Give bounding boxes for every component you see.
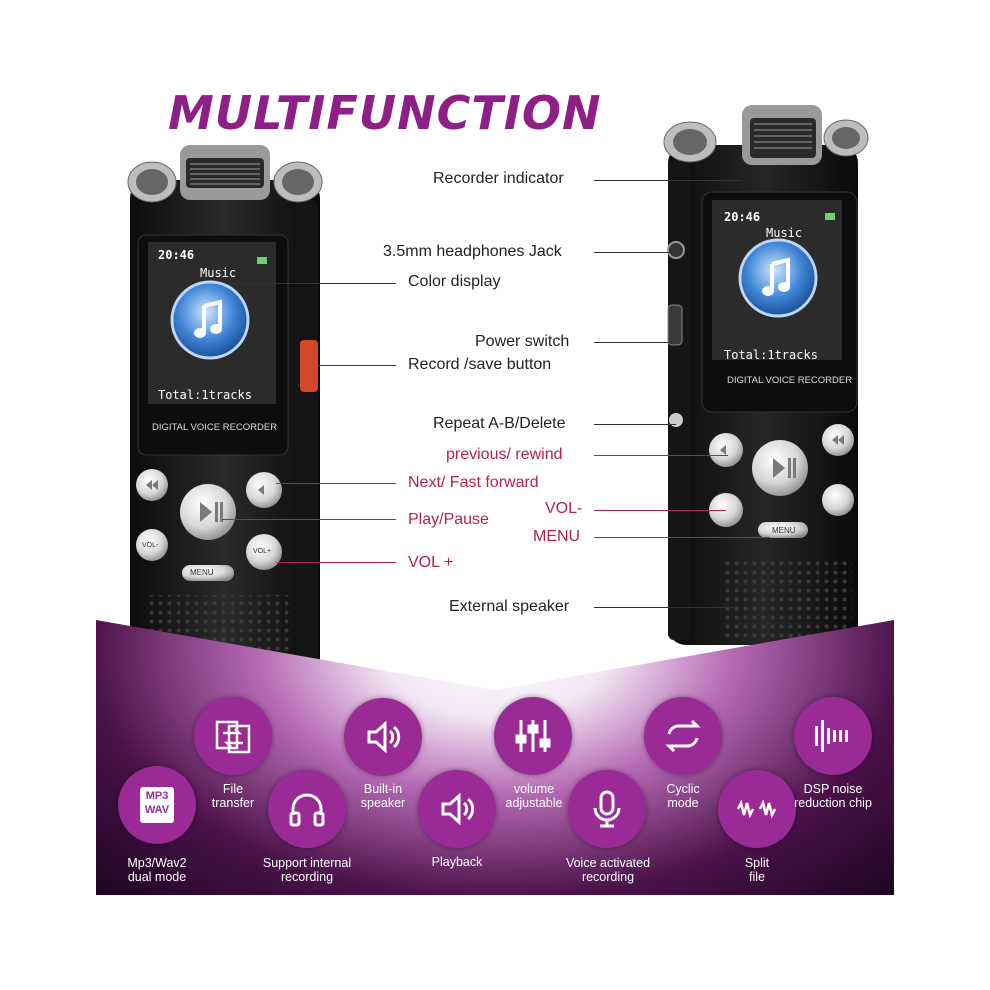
callout-color-display: Color display xyxy=(408,273,501,290)
file-transfer-icon xyxy=(215,720,251,754)
callout-vol-plus: VOL + xyxy=(408,554,454,571)
callout-external-speaker: External speaker xyxy=(449,598,570,615)
leader-color-display xyxy=(228,283,396,284)
builtin-speaker-feature xyxy=(344,698,422,776)
microphone-icon xyxy=(593,790,621,828)
mp3-wav-icon xyxy=(140,787,174,823)
volume-feature xyxy=(494,697,572,775)
leader-repeat-delete xyxy=(594,424,676,425)
device-brand-2: DIGITAL VOICE RECORDER xyxy=(727,375,853,386)
callout-headphones-jack: 3.5mm headphones Jack xyxy=(383,243,562,260)
internal-recording-feature xyxy=(268,770,346,848)
equalizer-icon xyxy=(515,720,551,752)
leader-previous-rewind xyxy=(594,455,728,456)
screen-title-2: Music xyxy=(766,226,803,240)
leader-power-switch xyxy=(594,342,676,343)
split-wave-icon xyxy=(737,799,777,819)
sound-bars-icon xyxy=(815,720,848,752)
device-brand: DIGITAL VOICE RECORDER xyxy=(152,422,278,433)
menu-key[interactable]: MENU xyxy=(190,568,214,577)
cyclic-feature xyxy=(644,697,722,775)
mp3-wav-feature: MP3 WAV xyxy=(118,766,196,844)
leader-external-speaker xyxy=(594,607,734,608)
recorder-side-view xyxy=(663,105,869,645)
vol-plus-key[interactable]: VOL+ xyxy=(253,548,272,555)
callout-next-forward: Next/ Fast forward xyxy=(408,474,539,491)
repeat-icon xyxy=(665,719,701,753)
screen-title: Music xyxy=(200,266,237,280)
leader-menu xyxy=(594,537,770,538)
callout-power-switch: Power switch xyxy=(475,333,570,350)
screen-time: 20:46 xyxy=(158,248,195,262)
voice-activated-feature xyxy=(568,770,646,848)
callout-repeat-delete: Repeat A-B/Delete xyxy=(433,415,566,432)
callout-play-pause: Play/Pause xyxy=(408,511,489,528)
split-feature xyxy=(718,770,796,848)
callout-record-save: Record /save button xyxy=(408,356,552,373)
leader-headphones-jack xyxy=(594,252,676,253)
leader-record-save xyxy=(318,365,396,366)
playback-speaker-icon xyxy=(441,792,475,826)
callout-vol-minus: VOL- xyxy=(545,500,583,517)
leader-next-forward xyxy=(276,483,396,484)
screen-tracks-2: Total:1tracks xyxy=(724,348,818,362)
headphones-icon xyxy=(289,793,325,827)
file-transfer-feature xyxy=(194,697,272,775)
callout-previous-rewind: previous/ rewind xyxy=(446,446,563,463)
screen-time-2: 20:46 xyxy=(724,210,761,224)
playback-feature xyxy=(418,770,496,848)
leader-play-pause xyxy=(222,519,396,520)
mp3-icon-text: MP3 xyxy=(145,790,169,802)
wav-icon-text: WAV xyxy=(144,804,170,816)
vol-minus-key[interactable]: VOL- xyxy=(142,542,159,549)
label-playback: Playback xyxy=(431,855,483,869)
screen-tracks: Total:1tracks xyxy=(158,388,252,402)
speaker-icon xyxy=(367,720,401,754)
dsp-feature xyxy=(794,697,872,775)
callout-recorder-indicator: Recorder indicator xyxy=(433,170,564,187)
page-title: MULTIFUNCTION xyxy=(168,86,602,140)
leader-vol-plus xyxy=(276,562,396,563)
leader-vol-minus xyxy=(594,510,726,511)
leader-recorder-indicator xyxy=(594,180,740,181)
menu-key-2[interactable]: MENU xyxy=(772,526,796,535)
callout-menu: MENU xyxy=(533,528,581,545)
recorder-front-view xyxy=(127,145,323,680)
